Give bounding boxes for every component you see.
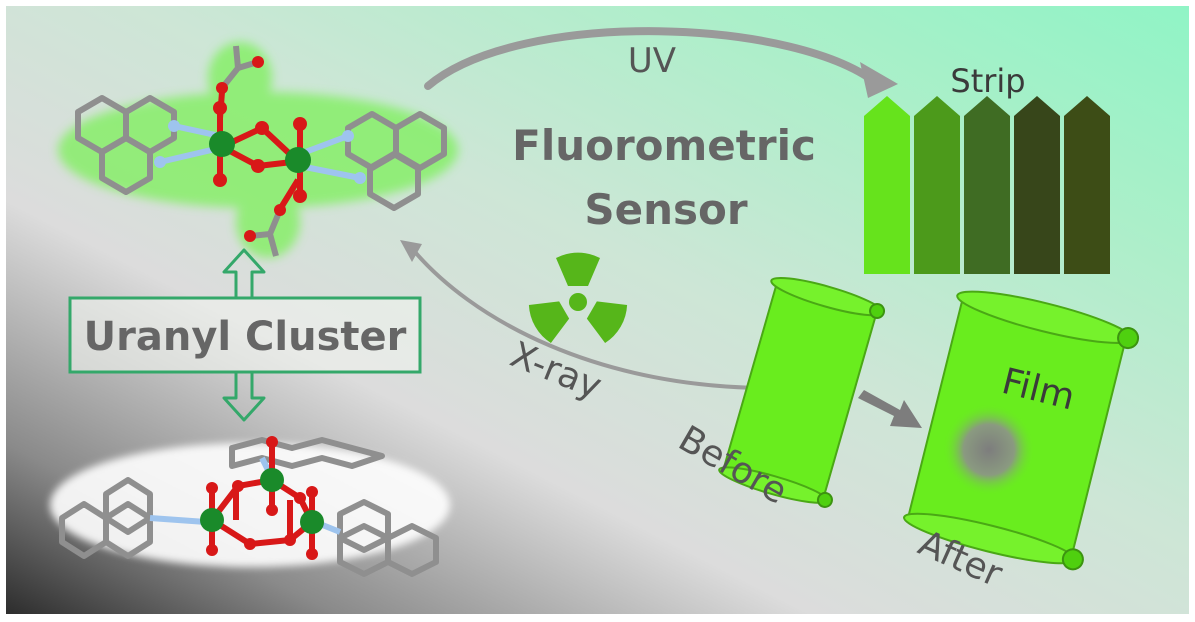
uv-arrow-head [860,62,898,98]
strip-segment-3 [964,96,1010,274]
cluster-label-box [68,296,422,374]
strip-segment-5 [1064,96,1110,274]
xray-arrow-tail [400,240,422,262]
radiation-blade [586,301,628,344]
title-line2: Sensor [584,185,747,234]
strip-label: Strip [950,62,1025,100]
radiation-blade [528,301,570,344]
uranyl-tetramer-molecule [50,436,450,577]
film-before [718,276,886,508]
xray-arrow [408,244,780,391]
test-strip [864,96,1110,274]
strip-segment-1 [864,96,910,274]
exposure-spot [942,403,1035,496]
title-line1: Fluorometric [512,121,816,170]
before-to-after-arrow [858,390,922,428]
strip-segment-4 [1014,96,1060,274]
radiation-center [569,293,587,311]
cluster-label: Uranyl Cluster [84,314,407,360]
radiation-blade [556,252,600,286]
radiation-icon [528,252,628,344]
uranyl-dimer-molecule [58,42,458,258]
uv-arrow [424,27,884,90]
uv-label: UV [628,41,676,81]
strip-segment-2 [914,96,960,274]
film-after [903,290,1140,571]
